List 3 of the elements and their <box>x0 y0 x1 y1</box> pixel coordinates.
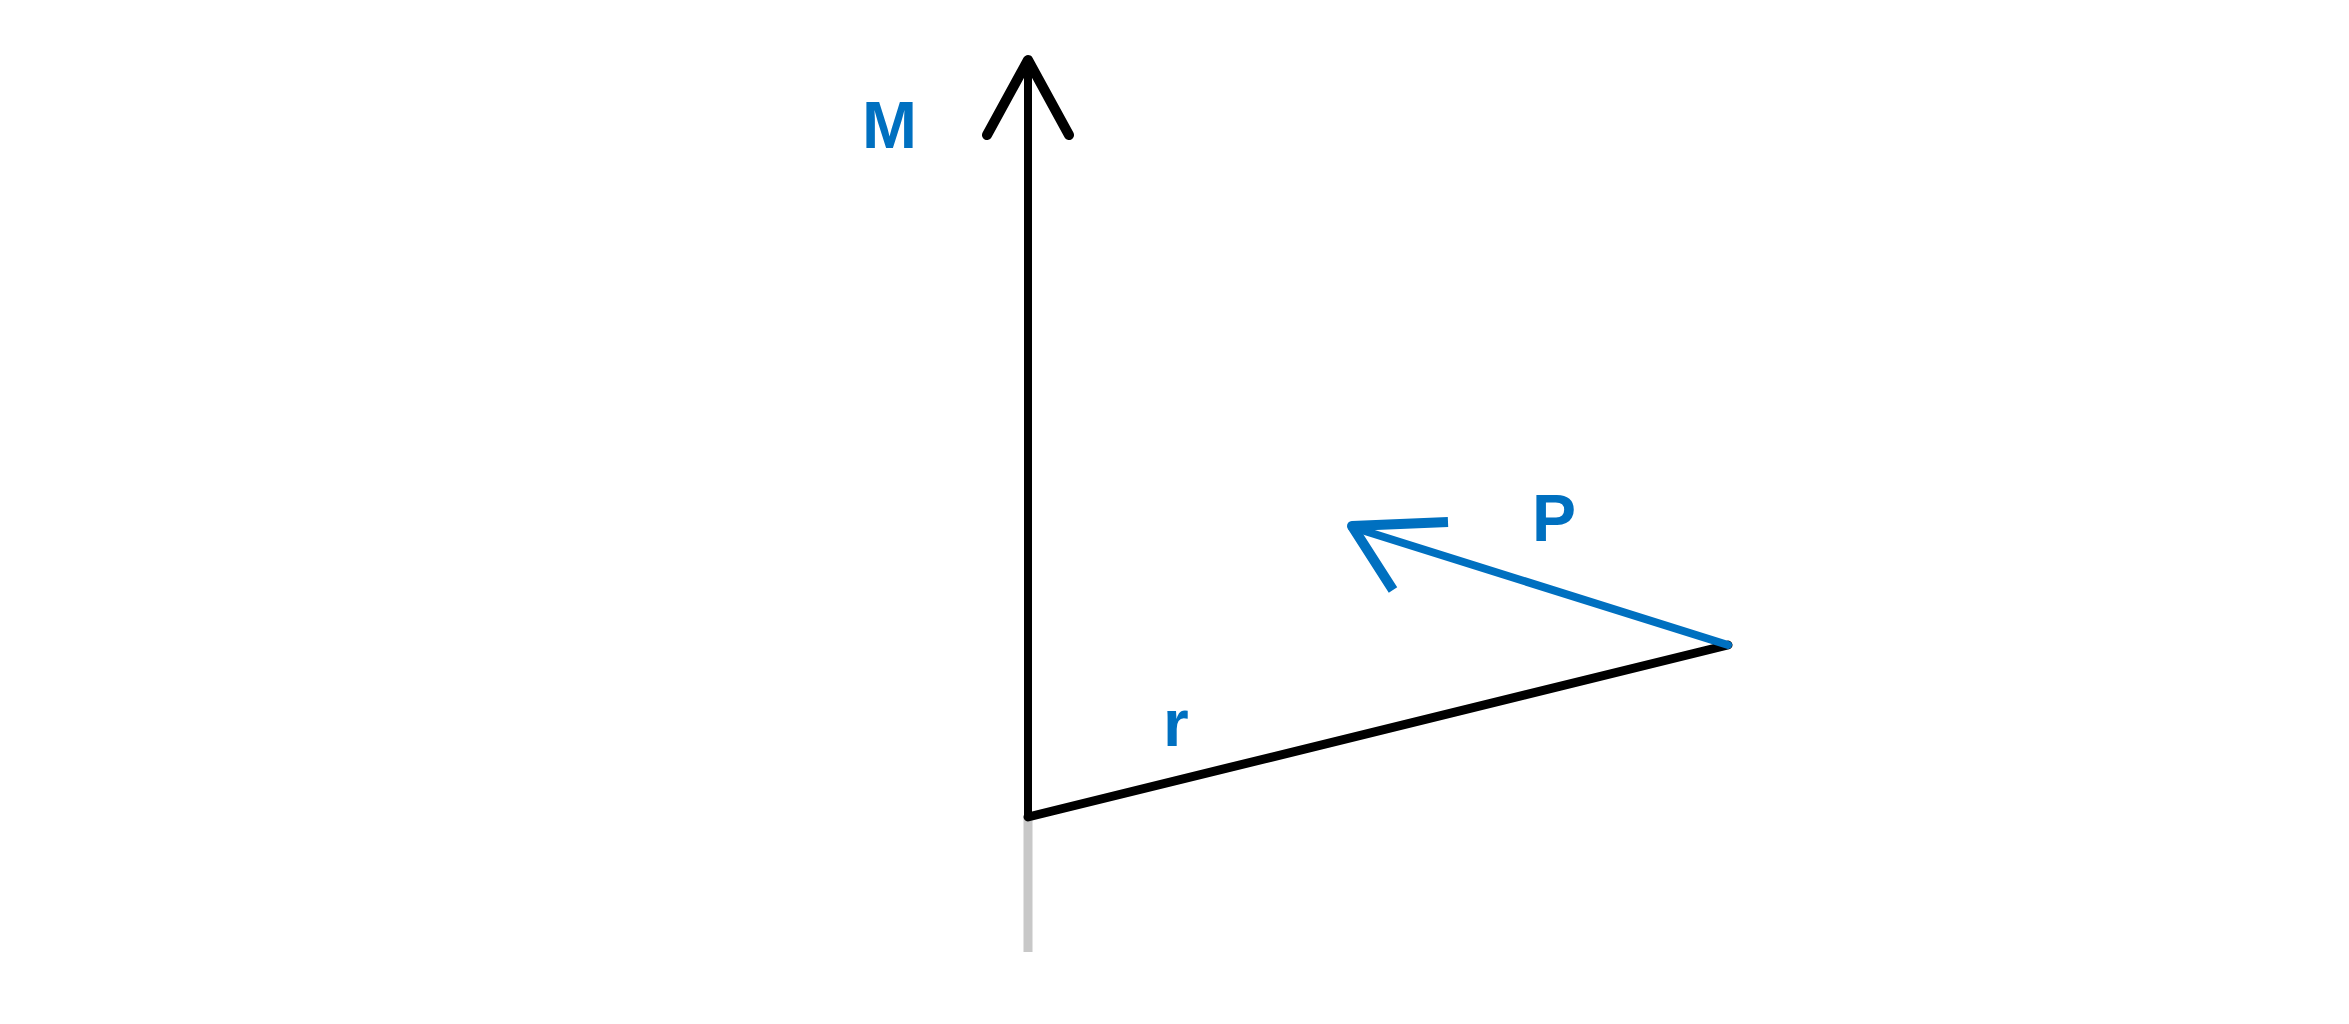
vector-label: P <box>1532 485 1577 551</box>
vector-label: M <box>862 92 917 158</box>
vector-label: r <box>1163 690 1189 756</box>
